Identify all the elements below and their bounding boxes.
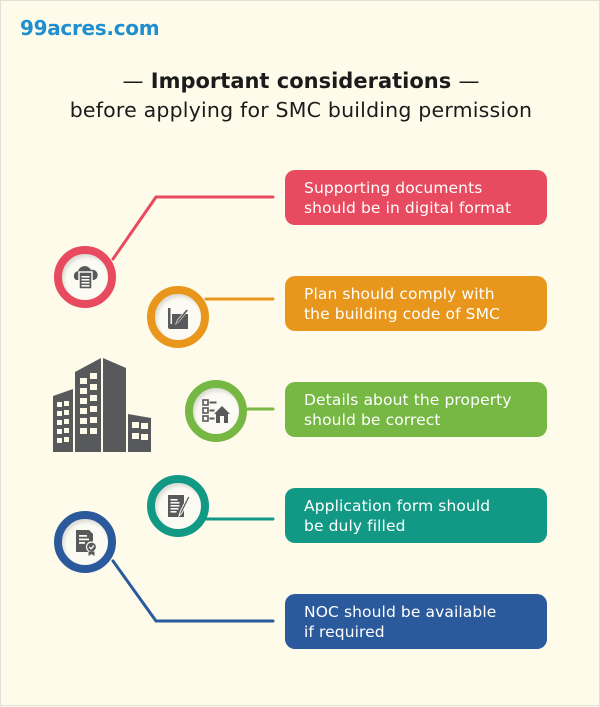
card-text-line: Details about the property: [304, 391, 512, 409]
brand-logo: 99acres.com: [20, 16, 160, 40]
icon-circle-3: [185, 380, 247, 442]
title-main: Important considerations: [150, 69, 452, 93]
connector-line-5: [111, 559, 275, 623]
card-text-line: be duly filled: [304, 517, 406, 535]
title-dash-left: —: [122, 69, 144, 93]
card-text-line: Plan should comply with: [304, 285, 495, 303]
cloud-document-icon: [73, 266, 98, 290]
icon-circle-4: [147, 475, 209, 537]
form-pen-icon: [168, 495, 191, 518]
consideration-card-2: Plan should comply with the building cod…: [285, 276, 547, 331]
title-dash-right: —: [458, 69, 480, 93]
card-text-line: should be in digital format: [304, 199, 512, 217]
connector-line-1: [111, 195, 275, 261]
icon-circle-2: [147, 286, 209, 348]
consideration-card-5: NOC should be available if required: [285, 594, 547, 649]
card-text-line: Application form should: [304, 497, 491, 515]
icon-circle-5: [54, 511, 116, 573]
card-text-line: should be correct: [304, 411, 441, 429]
certificate-icon: [76, 530, 98, 556]
card-text-line: if required: [304, 623, 385, 641]
title-main-line: — Important considerations —: [1, 67, 600, 95]
consideration-card-1: Supporting documents should be in digita…: [285, 170, 547, 225]
page-title: — Important considerations — before appl…: [1, 67, 600, 125]
card-text-line: NOC should be available: [304, 603, 497, 621]
buildings-icon: [53, 358, 151, 452]
consideration-card-4: Application form should be duly filled: [285, 488, 547, 543]
card-text-line: the building code of SMC: [304, 305, 500, 323]
icon-circle-1: [54, 246, 116, 308]
card-text-line: Supporting documents: [304, 179, 483, 197]
title-subtitle: before applying for SMC building permiss…: [69, 98, 533, 122]
checklist-house-icon: [202, 399, 230, 423]
consideration-card-3: Details about the property should be cor…: [285, 382, 547, 437]
blueprint-pen-icon: [168, 308, 189, 329]
